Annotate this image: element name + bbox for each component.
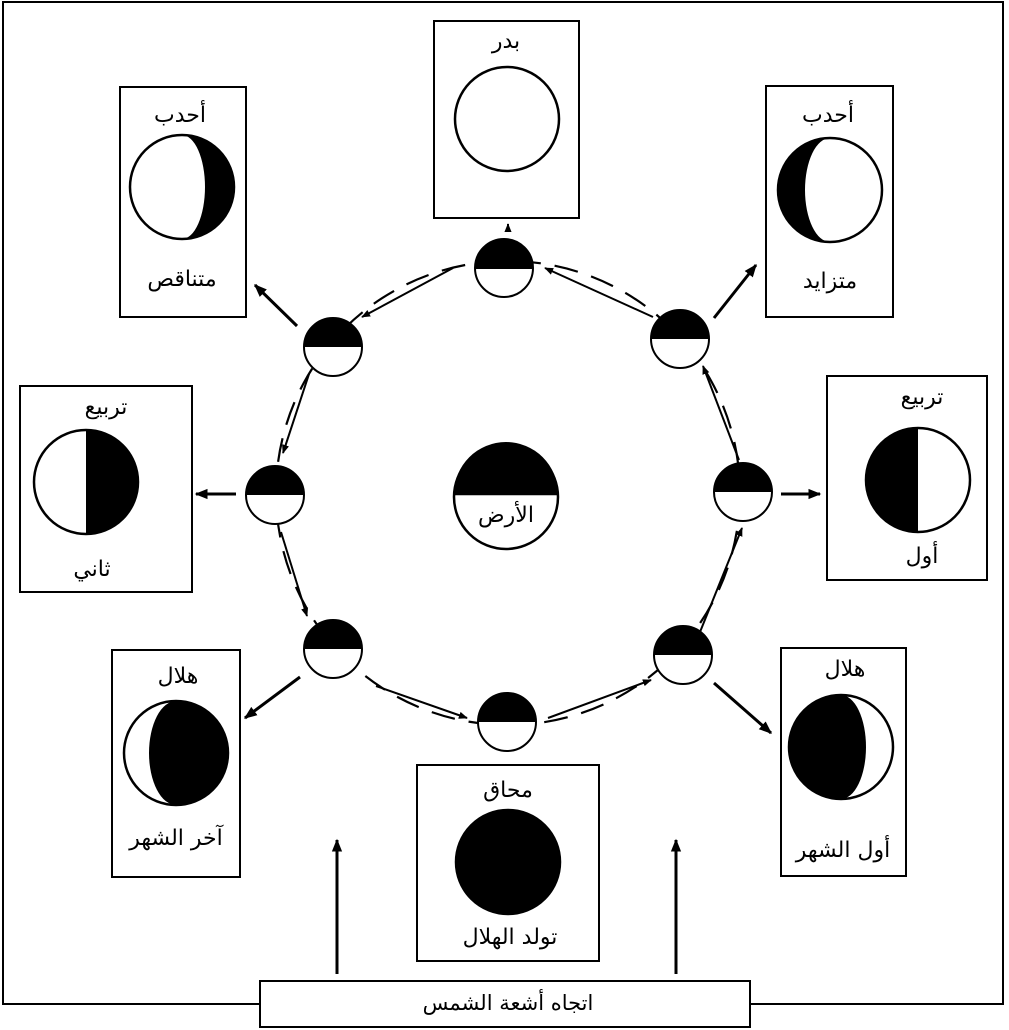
phase-box-third-quarter: تربيع ثاني — [19, 385, 193, 593]
first-quarter-icon — [864, 426, 972, 534]
waxing-crescent-top-label: هلال — [825, 657, 866, 682]
view-arrows — [194, 263, 822, 735]
sunlight-direction-label: اتجاه أشعة الشمس — [423, 989, 594, 1015]
third-quarter-icon — [32, 428, 140, 536]
phase-box-first-quarter: تربيع أول — [826, 375, 988, 581]
new-moon-bottom-label: تولد الهلال — [463, 925, 558, 950]
third-quarter-top-label: تربيع — [85, 395, 128, 420]
orbit-moon-lower-right — [653, 625, 713, 685]
waning-crescent-icon — [122, 699, 230, 807]
first-quarter-top-label: تربيع — [901, 385, 944, 410]
phase-box-waning-gibbous: أحدب متناقص — [119, 86, 247, 318]
earth-label: الأرض — [478, 501, 534, 528]
waning-crescent-bottom-label: آخر الشهر — [128, 824, 223, 851]
sunlight-direction-box: اتجاه أشعة الشمس — [259, 980, 751, 1028]
waxing-crescent-icon — [787, 693, 895, 801]
orbit-moon-left — [245, 465, 305, 525]
new-moon-icon — [454, 808, 562, 916]
phase-box-waxing-crescent: هلال أول الشهر — [780, 647, 907, 877]
phase-box-new-moon: محاق تولد الهلال — [416, 764, 600, 962]
waxing-gibbous-icon — [776, 136, 884, 244]
waxing-gibbous-top-label: أحدب — [802, 100, 854, 128]
earth: الأرض — [452, 442, 560, 551]
orbit-moon-top — [474, 238, 534, 298]
phase-box-waxing-gibbous: أحدب متزايد — [765, 85, 894, 318]
waning-gibbous-bottom-label: متناقص — [147, 267, 216, 292]
waxing-crescent-bottom-label: أول الشهر — [795, 835, 890, 863]
full-moon-label: بدر — [491, 29, 520, 54]
orbit-moon-lower-left — [303, 619, 363, 679]
full-moon-icon — [453, 65, 561, 173]
sunlight-arrows — [331, 838, 682, 974]
orbit-moon-right — [713, 462, 773, 522]
new-moon-top-label: محاق — [483, 778, 533, 803]
orbit-moon-upper-left — [303, 317, 363, 377]
waning-gibbous-top-label: أحدب — [154, 100, 206, 128]
orbit-moon-bottom — [477, 692, 537, 752]
third-quarter-bottom-label: ثاني — [73, 557, 110, 582]
waning-crescent-top-label: هلال — [158, 664, 199, 689]
waning-gibbous-icon — [128, 133, 236, 241]
orbit-moon-upper-right — [650, 309, 710, 369]
orbit-direction-arrows — [280, 223, 743, 719]
waxing-gibbous-bottom-label: متزايد — [803, 269, 857, 294]
phase-box-waning-crescent: هلال آخر الشهر — [111, 649, 241, 878]
phase-box-full-moon: بدر — [433, 20, 580, 219]
first-quarter-bottom-label: أول — [906, 541, 939, 569]
